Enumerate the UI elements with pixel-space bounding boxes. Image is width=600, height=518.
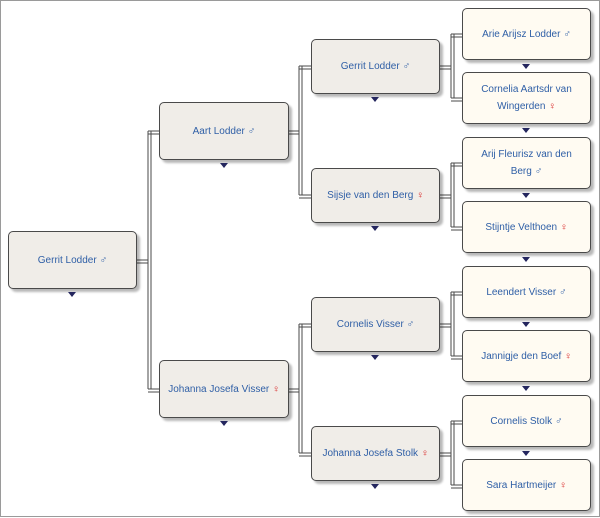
person-name: Cornelis Stolk xyxy=(490,415,553,427)
female-icon: ♀ xyxy=(416,190,424,201)
person-box-paternal-grandfather[interactable]: Gerrit Lodder♂ xyxy=(311,39,440,94)
male-icon: ♂ xyxy=(555,415,563,427)
person-box-great-grandparent-8[interactable]: Sara Hartmeijer♀ xyxy=(462,459,591,511)
person-box-great-grandparent-7[interactable]: Cornelis Stolk♂ xyxy=(462,395,591,447)
person-box-maternal-grandfather[interactable]: Cornelis Visser♂ xyxy=(311,297,440,352)
person-box-mother[interactable]: Johanna Josefa Visser♀ xyxy=(159,360,289,418)
male-icon: ♂ xyxy=(534,166,543,177)
male-icon: ♂ xyxy=(563,28,571,40)
person-name: Sijsje van den Berg xyxy=(327,190,414,201)
person-name: Johanna Josefa Stolk xyxy=(322,448,419,459)
person-name: Arij Fleurisz van den Berg xyxy=(481,149,572,177)
expand-arrow-mother[interactable] xyxy=(220,421,228,426)
female-icon: ♀ xyxy=(272,383,280,395)
person-name: Leendert Visser xyxy=(486,286,557,298)
expand-arrow-great-grandparent-5[interactable] xyxy=(522,322,530,327)
expand-arrow-great-grandparent-6[interactable] xyxy=(522,386,530,391)
male-icon: ♂ xyxy=(99,254,108,266)
expand-arrow-father[interactable] xyxy=(220,163,228,168)
person-name: Jannigje den Boef xyxy=(481,350,562,362)
person-box-root[interactable]: Gerrit Lodder♂ xyxy=(8,231,137,289)
person-box-great-grandparent-2[interactable]: Cornelia Aartsdr van Wingerden♀ xyxy=(462,72,591,124)
person-box-great-grandparent-5[interactable]: Leendert Visser♂ xyxy=(462,266,591,318)
expand-arrow-great-grandparent-3[interactable] xyxy=(522,193,530,198)
person-box-father[interactable]: Aart Lodder♂ xyxy=(159,102,289,160)
expand-arrow-maternal-grandmother[interactable] xyxy=(371,484,379,489)
male-icon: ♂ xyxy=(406,319,415,330)
person-name: Stijntje Velthoen xyxy=(485,221,558,233)
expand-arrow-root[interactable] xyxy=(68,292,76,297)
person-box-great-grandparent-6[interactable]: Jannigje den Boef♀ xyxy=(462,330,591,382)
expand-arrow-great-grandparent-4[interactable] xyxy=(522,257,530,262)
person-name: Arie Arijsz Lodder xyxy=(482,28,561,40)
person-name: Cornelia Aartsdr van Wingerden xyxy=(481,84,572,112)
person-name: Aart Lodder xyxy=(192,125,245,137)
female-icon: ♀ xyxy=(548,101,556,112)
female-icon: ♀ xyxy=(564,350,572,362)
person-box-great-grandparent-4[interactable]: Stijntje Velthoen♀ xyxy=(462,201,591,253)
person-name: Gerrit Lodder xyxy=(340,61,400,72)
male-icon: ♂ xyxy=(402,61,411,72)
expand-arrow-paternal-grandmother[interactable] xyxy=(371,226,379,231)
male-icon: ♂ xyxy=(247,125,256,137)
person-box-maternal-grandmother[interactable]: Johanna Josefa Stolk♀ xyxy=(311,426,440,481)
person-name: Sara Hartmeijer xyxy=(486,479,557,491)
expand-arrow-great-grandparent-7[interactable] xyxy=(522,451,530,456)
male-icon: ♂ xyxy=(559,286,567,298)
person-name: Gerrit Lodder xyxy=(37,254,97,266)
female-icon: ♀ xyxy=(559,479,567,491)
person-name: Cornelis Visser xyxy=(336,319,404,330)
person-box-great-grandparent-3[interactable]: Arij Fleurisz van den Berg♂ xyxy=(462,137,591,189)
female-icon: ♀ xyxy=(560,221,568,233)
person-name: Johanna Josefa Visser xyxy=(168,383,270,395)
expand-arrow-great-grandparent-1[interactable] xyxy=(522,64,530,69)
expand-arrow-paternal-grandfather[interactable] xyxy=(371,97,379,102)
person-box-great-grandparent-1[interactable]: Arie Arijsz Lodder♂ xyxy=(462,8,591,60)
expand-arrow-great-grandparent-2[interactable] xyxy=(522,128,530,133)
expand-arrow-maternal-grandfather[interactable] xyxy=(371,355,379,360)
person-box-paternal-grandmother[interactable]: Sijsje van den Berg♀ xyxy=(311,168,440,223)
female-icon: ♀ xyxy=(421,448,429,459)
